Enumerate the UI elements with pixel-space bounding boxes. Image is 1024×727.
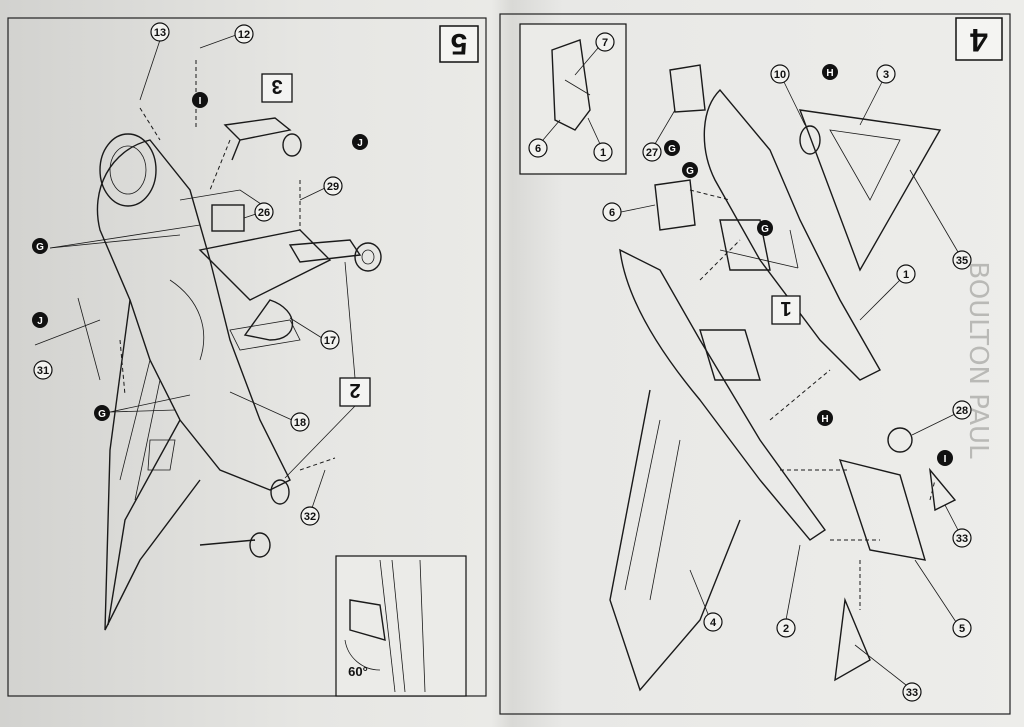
svg-text:33: 33 xyxy=(956,533,968,545)
right-aircraft-drawing xyxy=(609,64,957,692)
left-letter-J: J xyxy=(352,134,368,150)
svg-text:G: G xyxy=(36,242,44,253)
svg-text:J: J xyxy=(37,316,43,327)
right-callout-6: 6 xyxy=(602,202,656,222)
right-callout-33-upper: 33 xyxy=(944,504,972,548)
left-callout-12: 12 xyxy=(199,24,254,49)
right-callout-1: 1 xyxy=(859,264,916,321)
right-callout-7: 7 xyxy=(574,32,615,76)
svg-text:3: 3 xyxy=(271,75,282,97)
svg-text:G: G xyxy=(98,409,106,420)
svg-text:28: 28 xyxy=(956,405,968,417)
right-callout-33-lower: 33 xyxy=(854,644,922,702)
left-letter-I: I xyxy=(192,92,208,108)
left-callout-29: 29 xyxy=(299,176,343,201)
step-4-number: 4 xyxy=(970,22,988,58)
right-callout-4: 4 xyxy=(689,569,723,632)
svg-text:6: 6 xyxy=(609,207,615,219)
svg-text:2: 2 xyxy=(783,623,789,635)
right-letter-H: H xyxy=(822,64,838,80)
svg-text:2: 2 xyxy=(349,379,360,401)
nose-gear-drawing xyxy=(211,204,382,341)
inset-angle-label: 60° xyxy=(348,664,368,679)
svg-text:G: G xyxy=(761,224,769,235)
right-callout-6-inset: 6 xyxy=(528,119,561,158)
svg-text:G: G xyxy=(668,144,676,155)
right-substep-box-1: 1 xyxy=(771,295,801,325)
svg-text:29: 29 xyxy=(327,181,339,193)
svg-text:7: 7 xyxy=(602,37,608,49)
right-letter-G-3: G xyxy=(757,220,773,236)
svg-text:1: 1 xyxy=(780,297,791,319)
left-letter-G-lower: G xyxy=(94,405,110,421)
svg-text:18: 18 xyxy=(294,417,306,429)
svg-text:12: 12 xyxy=(238,29,250,41)
svg-text:1: 1 xyxy=(903,269,909,281)
left-callout-17: 17 xyxy=(289,317,340,350)
right-panel-frame xyxy=(499,13,1011,715)
svg-text:32: 32 xyxy=(304,511,316,523)
svg-text:I: I xyxy=(199,96,202,107)
right-letter-I: I xyxy=(937,450,953,466)
svg-text:10: 10 xyxy=(774,69,786,81)
right-callout-35: 35 xyxy=(909,169,972,270)
step-5-number: 5 xyxy=(451,27,468,60)
svg-text:G: G xyxy=(686,166,694,177)
bleed-through-text: BOULTON PAUL xyxy=(963,261,993,459)
svg-text:5: 5 xyxy=(959,623,965,635)
svg-text:I: I xyxy=(944,454,947,465)
right-callout-5: 5 xyxy=(914,559,972,638)
right-letter-G-1: G xyxy=(664,140,680,156)
right-letter-H-lower: H xyxy=(817,410,833,426)
left-letter-G: G xyxy=(32,238,48,254)
svg-text:J: J xyxy=(357,138,363,149)
svg-text:27: 27 xyxy=(646,147,658,159)
right-callout-10: 10 xyxy=(770,64,806,126)
svg-text:17: 17 xyxy=(324,335,336,347)
right-callout-28: 28 xyxy=(911,400,972,436)
left-aircraft-drawing xyxy=(96,133,332,631)
left-substep-box-3: 3 xyxy=(261,73,293,103)
svg-text:1: 1 xyxy=(600,147,606,159)
svg-text:H: H xyxy=(821,414,828,425)
svg-text:13: 13 xyxy=(154,27,166,39)
left-callout-18: 18 xyxy=(229,391,310,432)
svg-text:4: 4 xyxy=(710,617,717,629)
svg-text:6: 6 xyxy=(535,143,541,155)
svg-text:35: 35 xyxy=(956,255,968,267)
right-letter-G-2: G xyxy=(682,162,698,178)
part-3-drawing xyxy=(223,117,302,161)
left-callout-26: 26 xyxy=(243,202,274,222)
left-callout-32: 32 xyxy=(300,469,326,526)
right-callout-3: 3 xyxy=(859,64,896,126)
right-callout-2: 2 xyxy=(776,544,801,638)
left-panel-frame xyxy=(7,17,487,697)
step-4-box xyxy=(955,17,1003,61)
right-callout-27: 27 xyxy=(642,109,676,162)
right-callout-1-inset: 1 xyxy=(587,117,613,162)
left-inset: 60° xyxy=(335,555,467,697)
svg-text:33: 33 xyxy=(906,687,918,699)
step-5-box xyxy=(439,25,479,63)
left-letter-J-lower: J xyxy=(32,312,48,328)
svg-text:31: 31 xyxy=(37,365,49,377)
svg-text:26: 26 xyxy=(258,207,270,219)
left-callout-31: 31 xyxy=(33,360,53,380)
svg-text:3: 3 xyxy=(883,69,889,81)
svg-text:H: H xyxy=(826,68,833,79)
left-substep-box-2: 2 xyxy=(284,261,371,479)
left-callout-13: 13 xyxy=(139,22,170,101)
